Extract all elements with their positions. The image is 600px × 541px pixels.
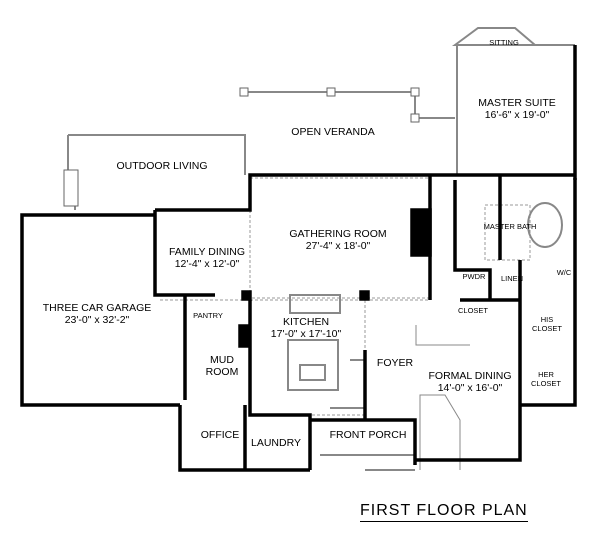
room-closet: CLOSET bbox=[457, 306, 489, 315]
room-name: FORMAL DINING bbox=[428, 370, 512, 382]
room-mud-room: MUD ROOM bbox=[205, 354, 239, 378]
room-master-suite: MASTER SUITE 16'-6" x 19'-0" bbox=[478, 97, 556, 121]
room-kitchen: KITCHEN 17'-0" x 17'-10" bbox=[271, 316, 341, 340]
room-formal-dining: FORMAL DINING 14'-0" x 16'-0" bbox=[428, 370, 511, 394]
room-name: KITCHEN bbox=[282, 316, 330, 328]
room-her-closet: HER CLOSET bbox=[530, 370, 562, 388]
room-his-closet: HIS CLOSET bbox=[531, 315, 563, 333]
room-sitting: SITTING bbox=[489, 38, 519, 47]
room-front-porch: FRONT PORCH bbox=[329, 429, 407, 441]
plan-title: FIRST FLOOR PLAN bbox=[360, 502, 528, 522]
room-size: 17'-0" x 17'-10" bbox=[270, 328, 342, 340]
room-name: THREE CAR GARAGE bbox=[42, 302, 152, 314]
room-master-bath: MASTER BATH bbox=[483, 222, 537, 231]
room-family-dining: FAMILY DINING 12'-4" x 12'-0" bbox=[169, 246, 245, 270]
room-foyer: FOYER bbox=[376, 357, 414, 369]
room-size: 12'-4" x 12'-0" bbox=[174, 258, 240, 270]
room-pwdr: PWDR bbox=[462, 272, 486, 281]
room-pantry: PANTRY bbox=[193, 311, 223, 320]
room-wc: W/C bbox=[556, 268, 572, 277]
room-linen: LINEN bbox=[500, 274, 524, 283]
room-gathering-room: GATHERING ROOM 27'-4" x 18'-0" bbox=[289, 228, 386, 252]
room-name: MASTER SUITE bbox=[478, 97, 556, 109]
room-laundry: LAUNDRY bbox=[251, 437, 301, 449]
room-name: FAMILY DINING bbox=[168, 246, 246, 258]
room-open-veranda: OPEN VERANDA bbox=[291, 126, 375, 138]
room-size: 14'-0" x 16'-0" bbox=[437, 382, 503, 394]
room-size: 16'-6" x 19'-0" bbox=[484, 109, 550, 121]
room-name: GATHERING ROOM bbox=[289, 228, 387, 240]
room-size: 27'-4" x 18'-0" bbox=[305, 240, 371, 252]
walls bbox=[20, 45, 577, 472]
room-outdoor-living: OUTDOOR LIVING bbox=[116, 160, 208, 172]
room-three-car-garage: THREE CAR GARAGE 23'-0" x 32'-2" bbox=[43, 302, 152, 326]
veranda-posts bbox=[63, 87, 420, 207]
room-office: OFFICE bbox=[200, 429, 240, 441]
room-size: 23'-0" x 32'-2" bbox=[64, 314, 130, 326]
